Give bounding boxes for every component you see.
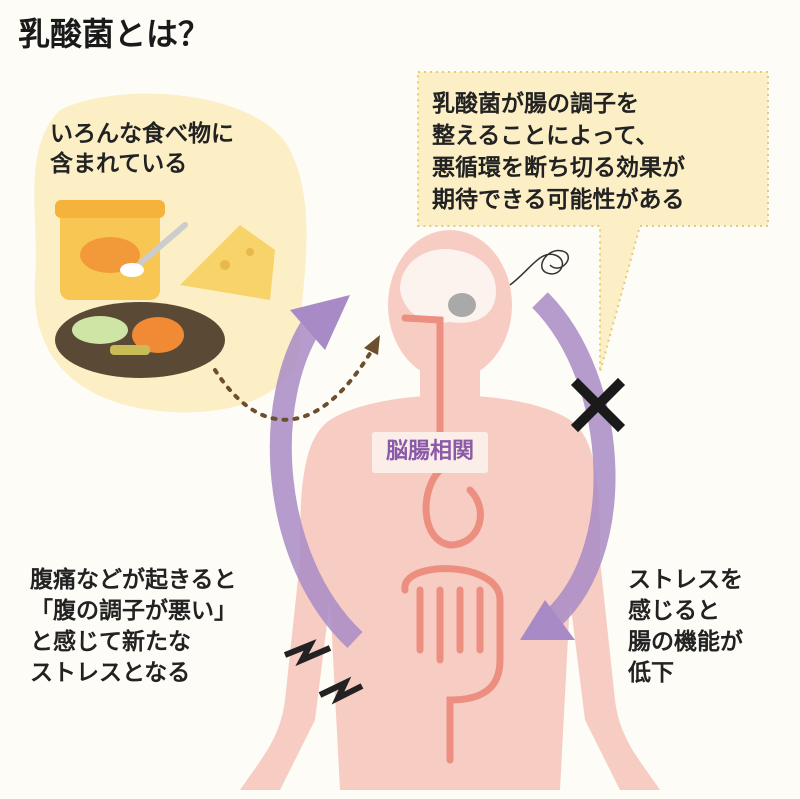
yogurt-icon — [55, 200, 165, 300]
text-line: 腹痛などが起きると — [30, 567, 237, 593]
text-line: 整えることによって、 — [432, 123, 659, 149]
text-line: 含まれている — [50, 150, 188, 177]
text-line: と感じて新たな — [30, 629, 191, 655]
right-caption: ストレスを 感じると 腸の機能が 低下 — [628, 565, 743, 689]
text-line: ストレスを — [628, 567, 743, 593]
text-line: 低下 — [628, 660, 674, 686]
left-caption: 腹痛などが起きると 「腹の調子が悪い」 と感じて新たな ストレスとなる — [30, 565, 237, 689]
brain-gut-label: 脳腸相関 — [372, 432, 489, 473]
cycle-arrows — [269, 292, 616, 649]
text-line: 感じると — [628, 598, 720, 624]
food-bubble-text: いろんな食べ物に 含まれている — [50, 120, 234, 180]
text-line: 悪循環を断ち切る効果が — [432, 155, 685, 181]
cheese-icon — [180, 225, 275, 300]
pain-lightning-icon — [283, 639, 364, 705]
text-line: 腸の機能が — [628, 629, 743, 655]
text-line: 乳酸菌が腸の調子を — [432, 91, 639, 117]
arrow-down-head — [520, 600, 575, 640]
plate-icon — [55, 302, 225, 378]
stress-scribble-icon — [509, 249, 570, 286]
page-title: 乳酸菌とは？ — [18, 15, 211, 53]
dotted-path — [213, 343, 377, 422]
text-line: ストレスとなる — [30, 660, 191, 686]
cross-icon — [570, 377, 626, 433]
effect-bubble-text: 乳酸菌が腸の調子を 整えることによって、 悪循環を断ち切る効果が 期待できる可能… — [432, 88, 685, 216]
text-line: いろんな食べ物に — [50, 121, 234, 147]
spoon-icon — [132, 222, 188, 271]
effect-bubble — [417, 71, 769, 373]
digestive-tract — [401, 314, 504, 764]
text-line: 「腹の調子が悪い」 — [30, 598, 237, 624]
arrow-up-head — [290, 295, 350, 350]
text-line: 期待できる可能性がある — [432, 187, 685, 213]
